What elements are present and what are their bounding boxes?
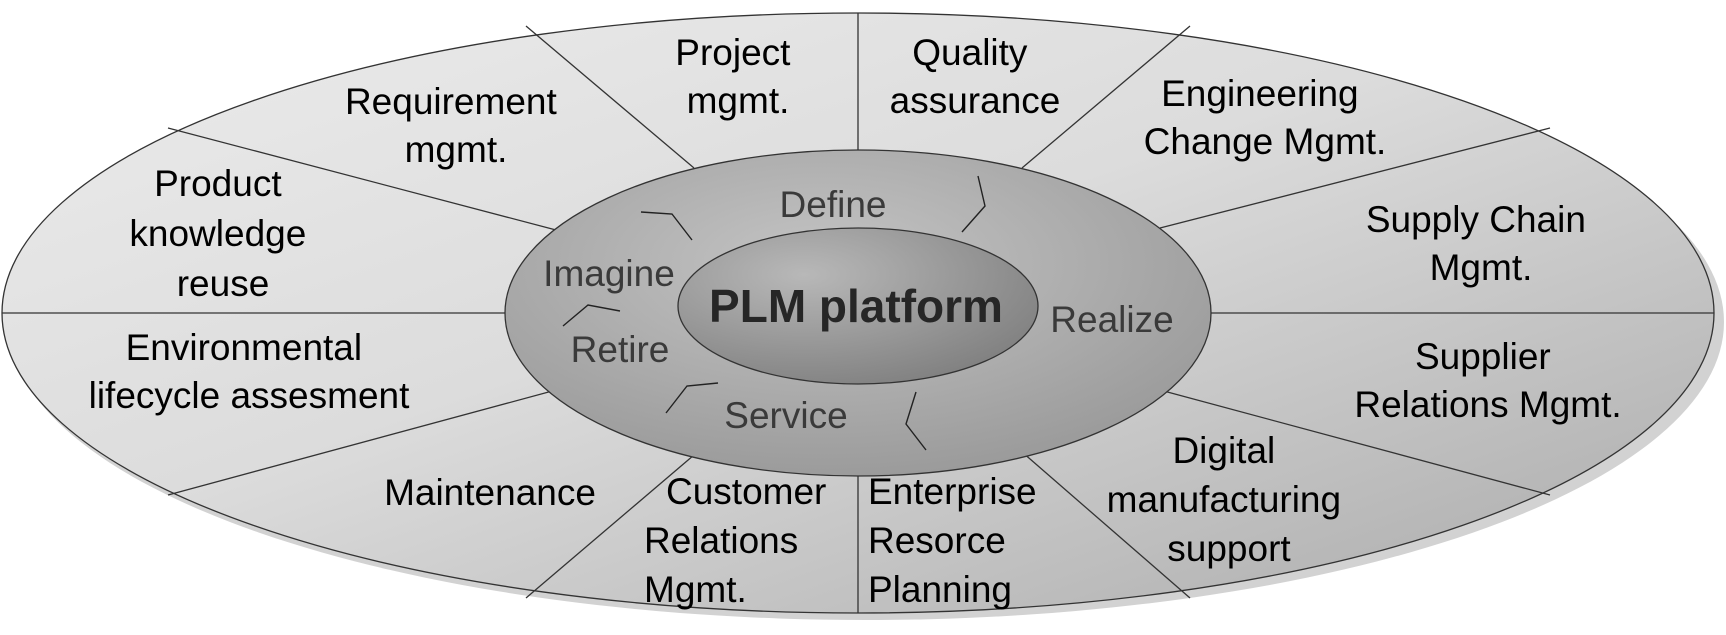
segment-line: Mgmt.: [644, 569, 747, 610]
segment-line: Resorce: [868, 520, 1006, 561]
cycle-arrow: [961, 175, 986, 233]
divider-line: [1159, 127, 1551, 229]
segment-dividers: [2, 13, 1714, 613]
cycle-arrows: [562, 175, 986, 451]
segment-line: Maintenance: [384, 472, 596, 513]
cycle-arrow: [640, 211, 693, 241]
segment-label-supply-chain: Supply Chain Mgmt.: [1366, 199, 1596, 288]
segment-label-maintenance: Maintenance: [384, 472, 596, 513]
segment-line: Project: [675, 32, 791, 73]
divider-line: [1021, 451, 1191, 599]
cycle-arrow: [562, 304, 621, 327]
segment-line: manufacturing: [1107, 479, 1341, 520]
segment-label-requirement: Requirement mgmt.: [345, 81, 567, 170]
segment-line: Supplier: [1415, 336, 1551, 377]
segment-line: lifecycle assesment: [89, 375, 411, 416]
segment-line: Requirement: [345, 81, 558, 122]
stage-label-define: Define: [780, 184, 887, 225]
divider-line: [167, 389, 557, 496]
stage-label-service: Service: [724, 395, 847, 436]
divider-line: [525, 25, 695, 169]
segment-line: Mgmt.: [1430, 247, 1533, 288]
stage-label-retire: Retire: [571, 329, 670, 370]
stage-label-imagine: Imagine: [543, 253, 675, 294]
segment-line: Customer: [666, 471, 826, 512]
segment-line: Change Mgmt.: [1144, 121, 1387, 162]
segment-label-digital: Digital manufacturing support: [1107, 430, 1352, 569]
segment-label-supplier: Supplier Relations Mgmt.: [1354, 336, 1621, 425]
core-platform: [677, 227, 1039, 385]
segment-line: Enterprise: [868, 471, 1037, 512]
segment-label-knowledge: Product knowledge reuse: [129, 163, 316, 304]
cycle-arrow: [665, 382, 719, 414]
cycle-arrow: [905, 391, 927, 451]
stage-label-realize: Realize: [1050, 299, 1173, 340]
segment-line: Digital: [1172, 430, 1275, 471]
segment-label-environment: Environmental lifecycle assesment: [89, 327, 411, 416]
divider-line: [1021, 25, 1191, 169]
segment-label-quality: Quality assurance: [890, 32, 1061, 121]
segment-line: knowledge: [129, 213, 306, 254]
segment-label-crm: Customer Relations Mgmt.: [644, 471, 837, 610]
divider-line: [525, 454, 695, 599]
segment-line: Supply Chain: [1366, 199, 1586, 240]
segment-line: Relations: [644, 520, 798, 561]
segment-line: Relations Mgmt.: [1354, 384, 1621, 425]
segment-line: mgmt.: [405, 129, 508, 170]
segment-label-project: Project mgmt.: [675, 32, 800, 121]
segment-line: mgmt.: [687, 80, 790, 121]
segment-line: Engineering: [1161, 73, 1358, 114]
segment-line: Environmental: [126, 327, 363, 368]
segment-line: Quality: [912, 32, 1028, 73]
segment-line: support: [1167, 528, 1291, 569]
segment-line: assurance: [890, 80, 1061, 121]
divider-line: [1159, 389, 1551, 496]
segment-label-erp: Enterprise Resorce Planning: [868, 471, 1047, 610]
segment-line: Planning: [868, 569, 1012, 610]
segment-line: reuse: [177, 263, 270, 304]
segment-line: Product: [154, 163, 282, 204]
segment-label-engineering: Engineering Change Mgmt.: [1144, 73, 1387, 162]
divider-line: [167, 127, 557, 231]
core-title: PLM platform: [709, 280, 1003, 332]
